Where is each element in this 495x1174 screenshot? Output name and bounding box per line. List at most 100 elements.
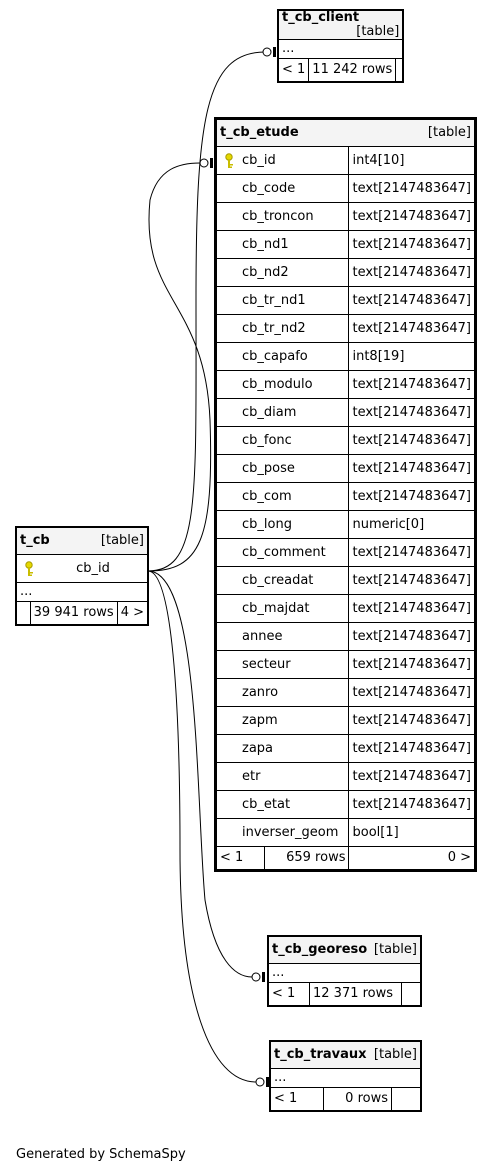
children-count[interactable]: 0 > bbox=[348, 846, 476, 871]
table-header: t_cb_travaux [table] bbox=[270, 1041, 421, 1069]
column-type: text[2147483647] bbox=[348, 426, 476, 455]
table-type: [table] bbox=[356, 24, 400, 39]
column-name-cell[interactable]: etr bbox=[214, 762, 350, 791]
column-name-cell[interactable]: cb_code bbox=[214, 174, 350, 203]
column-type: text[2147483647] bbox=[348, 594, 476, 623]
column-type: text[2147483647] bbox=[348, 566, 476, 595]
column-name-cell[interactable]: cb_tr_nd1 bbox=[214, 286, 350, 315]
column-name-cell[interactable]: cb_nd1 bbox=[214, 230, 350, 259]
more-columns: ... bbox=[268, 963, 421, 983]
column-name-cell[interactable]: cb_comment bbox=[214, 538, 350, 567]
column-type: int8[19] bbox=[348, 342, 476, 371]
parents-count[interactable]: < 1 bbox=[268, 982, 310, 1006]
column-name-cell[interactable]: cb_fonc bbox=[214, 426, 350, 455]
parents-count[interactable]: < 1 bbox=[277, 58, 310, 82]
column-type: text[2147483647] bbox=[348, 174, 476, 203]
column-name: cb_long bbox=[242, 516, 292, 532]
column-type: text[2147483647] bbox=[348, 230, 476, 259]
column-name-cell[interactable]: cb_long bbox=[214, 510, 350, 539]
table-t_cb_georeso[interactable]: t_cb_georeso [table] ... < 1 12 371 rows bbox=[267, 935, 422, 1007]
column-name-cell[interactable]: cb_nd2 bbox=[214, 258, 350, 287]
column-row[interactable]: cb_pose text[2147483647] bbox=[214, 454, 476, 483]
column-name-cell[interactable]: secteur bbox=[214, 650, 350, 679]
more-columns: ... bbox=[16, 582, 148, 602]
column-type: text[2147483647] bbox=[348, 538, 476, 567]
column-name-cell[interactable]: cb_majdat bbox=[214, 594, 350, 623]
optional-marker-etude bbox=[199, 158, 209, 168]
parents-count[interactable]: < 1 bbox=[214, 846, 266, 871]
parents-count[interactable]: < 1 bbox=[270, 1087, 324, 1111]
column-name-cell[interactable]: cb_modulo bbox=[214, 370, 350, 399]
table-name[interactable]: t_cb_client bbox=[282, 10, 360, 25]
column-row[interactable]: cb_fonc text[2147483647] bbox=[214, 426, 476, 455]
column-name-cell[interactable]: cb_capafo bbox=[214, 342, 350, 371]
column-name-cell[interactable]: cb_troncon bbox=[214, 202, 350, 231]
column-name-cell[interactable]: zapm bbox=[214, 706, 350, 735]
column-name-cell[interactable]: cb_creadat bbox=[214, 566, 350, 595]
column-name: cb_pose bbox=[242, 460, 295, 476]
one-marker-georeso bbox=[262, 972, 265, 982]
primary-key-icon bbox=[25, 561, 33, 576]
column-name-cell[interactable]: cb_id bbox=[214, 146, 350, 175]
parents-count[interactable] bbox=[16, 601, 31, 625]
children-count[interactable]: 4 > bbox=[116, 601, 149, 625]
table-name[interactable]: t_cb_etude bbox=[220, 125, 299, 140]
column-name-cell[interactable]: annee bbox=[214, 622, 350, 651]
column-name: annee bbox=[242, 628, 283, 644]
column-name-cell[interactable]: cb_etat bbox=[214, 790, 350, 819]
column-name: cb_comment bbox=[242, 544, 326, 560]
column-name: zanro bbox=[242, 684, 279, 700]
column-name-cell[interactable]: inverser_geom bbox=[214, 818, 350, 847]
table-name[interactable]: t_cb bbox=[20, 533, 50, 548]
children-count[interactable] bbox=[391, 1087, 421, 1111]
column-type: text[2147483647] bbox=[348, 454, 476, 483]
column-name: inverser_geom bbox=[242, 824, 339, 840]
column-type: numeric[0] bbox=[348, 510, 476, 539]
table-t_cb[interactable]: t_cb [table] cb_id ... 39 941 rows 4 > bbox=[15, 526, 149, 626]
column-type: text[2147483647] bbox=[348, 398, 476, 427]
column-name-cell[interactable]: cb_diam bbox=[214, 398, 350, 427]
table-name[interactable]: t_cb_georeso bbox=[272, 942, 368, 957]
primary-key-icon bbox=[225, 153, 233, 168]
optional-marker-georeso bbox=[251, 972, 261, 982]
column-name-cell[interactable]: cb_com bbox=[214, 482, 350, 511]
children-count[interactable] bbox=[401, 982, 421, 1006]
column-name: cb_fonc bbox=[242, 432, 292, 448]
table-name[interactable]: t_cb_travaux bbox=[274, 1047, 367, 1062]
column-name-cell[interactable]: cb_tr_nd2 bbox=[214, 314, 350, 343]
column-row[interactable]: cb_comment text[2147483647] bbox=[214, 538, 476, 567]
children-count[interactable] bbox=[395, 58, 404, 82]
column-name: zapm bbox=[242, 712, 278, 728]
column-name-cell[interactable]: cb_pose bbox=[214, 454, 350, 483]
column-name-cell[interactable]: zanro bbox=[214, 678, 350, 707]
column-name-cell[interactable]: zapa bbox=[214, 734, 350, 763]
row-count: 12 371 rows bbox=[309, 982, 402, 1006]
column-row[interactable]: cb_long numeric[0] bbox=[214, 510, 476, 539]
table-t_cb_client[interactable]: t_cb_client [table] ... < 1 11 242 rows bbox=[276, 9, 405, 83]
column-row[interactable]: cb_id bbox=[16, 554, 148, 583]
table-t_cb_travaux[interactable]: t_cb_travaux [table] ... < 1 0 rows bbox=[269, 1040, 422, 1112]
